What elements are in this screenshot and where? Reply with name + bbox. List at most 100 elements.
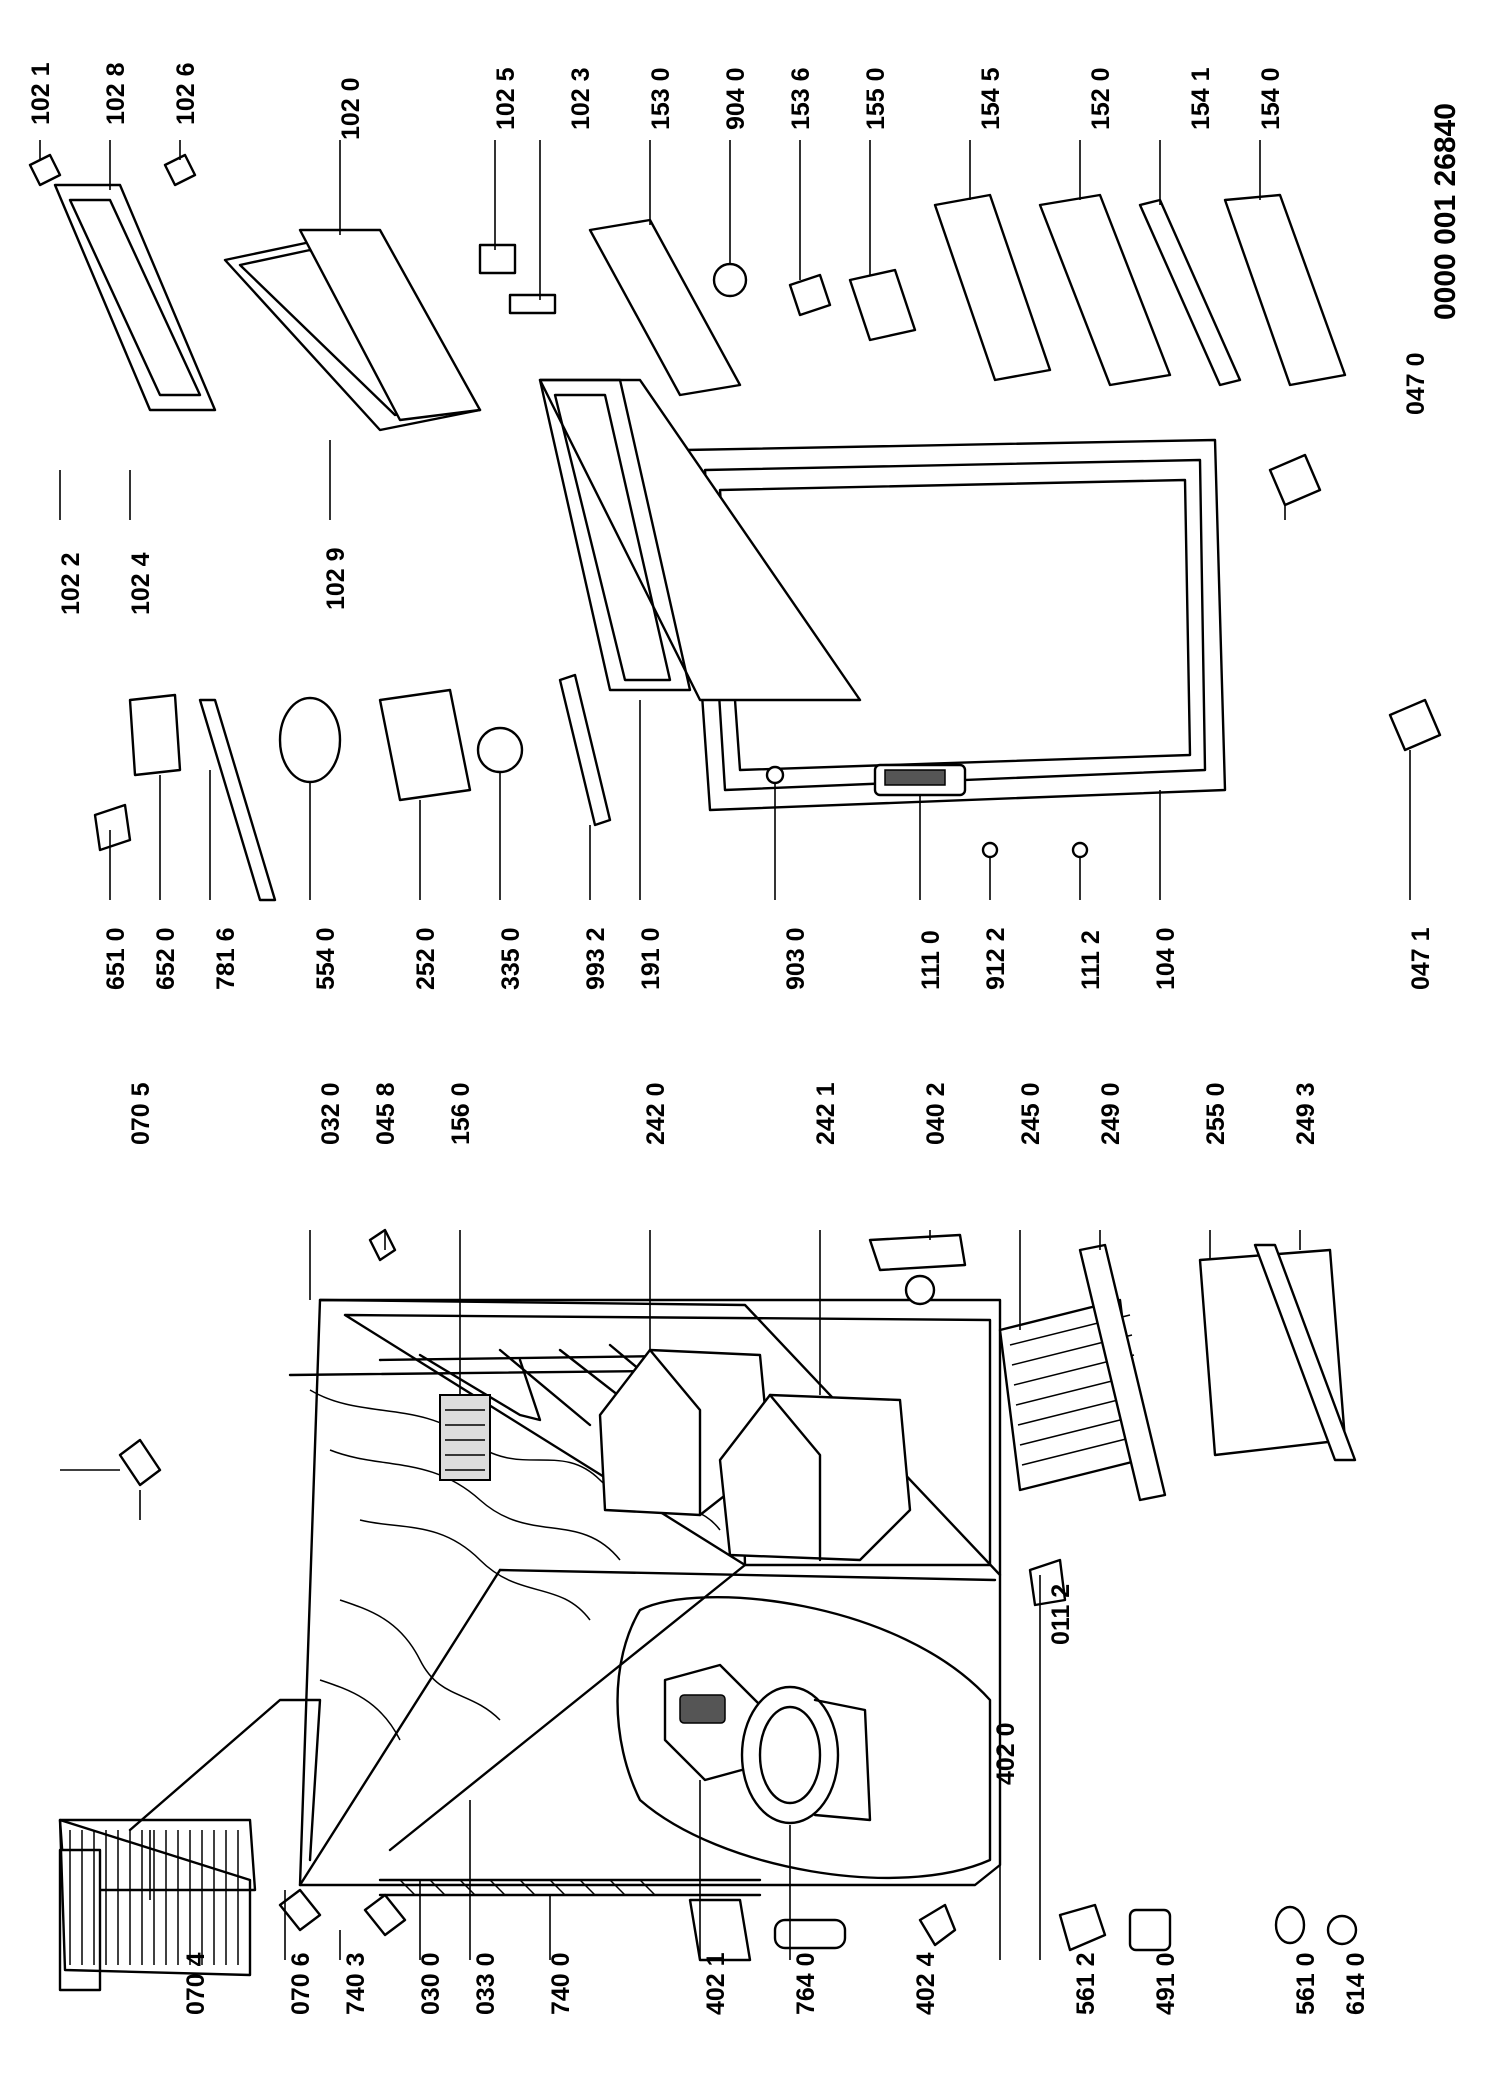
thermostat-knob	[93, 803, 132, 852]
callout-651-0: 651 0	[102, 927, 130, 990]
callout-152-0: 152 0	[1087, 67, 1115, 130]
callout-102-3: 102 3	[567, 67, 595, 130]
screw	[1071, 841, 1089, 859]
door-assembly	[28, 153, 1442, 902]
callout-335-0: 335 0	[497, 927, 525, 990]
callout-154-5: 154 5	[977, 67, 1005, 130]
callout-402-0: 402 0	[992, 1722, 1020, 1785]
callout-903-0: 903 0	[782, 927, 810, 990]
adjustable-foot	[1028, 1558, 1067, 1607]
callout-047-1: 047 1	[1407, 927, 1435, 990]
callout-102-1: 102 1	[27, 62, 55, 125]
callout-155-0: 155 0	[862, 67, 890, 130]
callout-102-4: 102 4	[127, 552, 155, 615]
door-hinge-lower	[1388, 698, 1442, 752]
callout-032-0: 032 0	[317, 1082, 345, 1145]
callout-993-2: 993 2	[582, 927, 610, 990]
callout-245-0: 245 0	[1017, 1082, 1045, 1145]
callout-011-2: 011 2	[1047, 1584, 1075, 1645]
callout-561-2: 561 2	[1072, 1952, 1100, 2015]
callout-402-1: 402 1	[702, 1952, 730, 2015]
cabinet-assembly	[58, 1228, 1358, 1992]
callout-102-0: 102 0	[337, 77, 365, 140]
shelf-clip	[788, 273, 832, 317]
callout-102-9: 102 9	[322, 547, 350, 610]
freezer-clip	[508, 293, 557, 315]
screw-foot	[368, 1228, 397, 1262]
callout-740-0: 740 0	[547, 1952, 575, 2015]
callout-255-0: 255 0	[1202, 1082, 1230, 1145]
callout-153-0: 153 0	[647, 67, 675, 130]
callout-242-0: 242 0	[642, 1082, 670, 1145]
callout-402-4: 402 4	[912, 1952, 940, 2015]
thermostat-clip	[363, 1893, 407, 1937]
callout-102-6: 102 6	[172, 62, 200, 125]
compressor-bay	[616, 1596, 992, 1880]
callout-912-2: 912 2	[982, 927, 1010, 990]
callout-154-0: 154 0	[1257, 67, 1285, 130]
callout-740-3: 740 3	[342, 1952, 370, 2015]
callout-614-0: 614 0	[1342, 1952, 1370, 2015]
overload-protector	[1128, 1908, 1172, 1952]
freezer-label	[478, 243, 517, 275]
butter-compartment	[588, 218, 742, 397]
thermostat	[128, 693, 182, 777]
lamp-housing	[278, 696, 342, 784]
grille-bracket	[118, 1438, 162, 1487]
screw	[981, 841, 999, 859]
plug	[712, 262, 748, 298]
callout-156-0: 156 0	[447, 1082, 475, 1145]
leader-lines	[39, 140, 1411, 1960]
door-shelf-upper	[933, 193, 1052, 382]
compressor	[740, 1685, 840, 1825]
callout-111-0: 111 0	[917, 930, 945, 990]
fan-motor	[378, 688, 472, 802]
document-code: 0000 001 26840	[1429, 103, 1462, 320]
cabinet-top-edge	[318, 1298, 1002, 1577]
callout-070-4: 070 4	[182, 1952, 210, 2015]
callout-249-0: 249 0	[1097, 1082, 1125, 1145]
callout-labels: 070 4 070 6 740 3 030 0 033 0 740 0 402 1 764 0…	[27, 62, 1435, 2015]
callout-252-0: 252 0	[412, 927, 440, 990]
terminal-block	[1058, 1903, 1107, 1952]
callout-047-0: 047 0	[1402, 352, 1430, 415]
screw	[765, 765, 785, 785]
capillary-tube	[198, 698, 277, 902]
door-hinge-upper	[1268, 453, 1322, 507]
callout-652-0: 652 0	[152, 927, 180, 990]
callout-242-1: 242 1	[812, 1082, 840, 1145]
shelf-trim	[1078, 1243, 1167, 1502]
thermostat-sensor	[773, 1918, 847, 1950]
glass-shelf-trim	[1253, 1243, 1357, 1462]
callout-191-0: 191 0	[637, 927, 665, 990]
door-switch	[558, 673, 612, 827]
hinge-bracket	[278, 1888, 322, 1932]
callout-111-2: 111 2	[1077, 930, 1105, 990]
flap-hinge	[28, 153, 62, 187]
flap-latch	[163, 153, 197, 187]
callout-249-3: 249 3	[1292, 1082, 1320, 1145]
callout-561-0: 561 0	[1292, 1952, 1320, 2015]
door-shelf-lower	[1223, 193, 1347, 387]
evaporator-grille	[439, 1394, 491, 1481]
cable-grommet	[1274, 1905, 1306, 1945]
callout-764-0: 764 0	[792, 1952, 820, 2015]
bottle-retainer	[1138, 198, 1242, 387]
power-cord-clip	[1326, 1914, 1358, 1946]
callout-070-6: 070 6	[287, 1952, 315, 2015]
freezer-door	[298, 228, 482, 422]
callout-104-0: 104 0	[1152, 927, 1180, 990]
callout-102-8: 102 8	[102, 62, 130, 125]
callout-033-0: 033 0	[472, 1952, 500, 2015]
light-bulb	[476, 726, 524, 774]
callout-491-0: 491 0	[1152, 1952, 1180, 2015]
callout-102-5: 102 5	[492, 67, 520, 130]
callout-154-1: 154 1	[1187, 67, 1215, 130]
callout-040-2: 040 2	[922, 1082, 950, 1145]
callout-554-0: 554 0	[312, 927, 340, 990]
callout-030-0: 030 0	[417, 1952, 445, 2015]
callout-153-6: 153 6	[787, 67, 815, 130]
callout-102-2: 102 2	[57, 552, 85, 615]
callout-045-8: 045 8	[372, 1082, 400, 1145]
